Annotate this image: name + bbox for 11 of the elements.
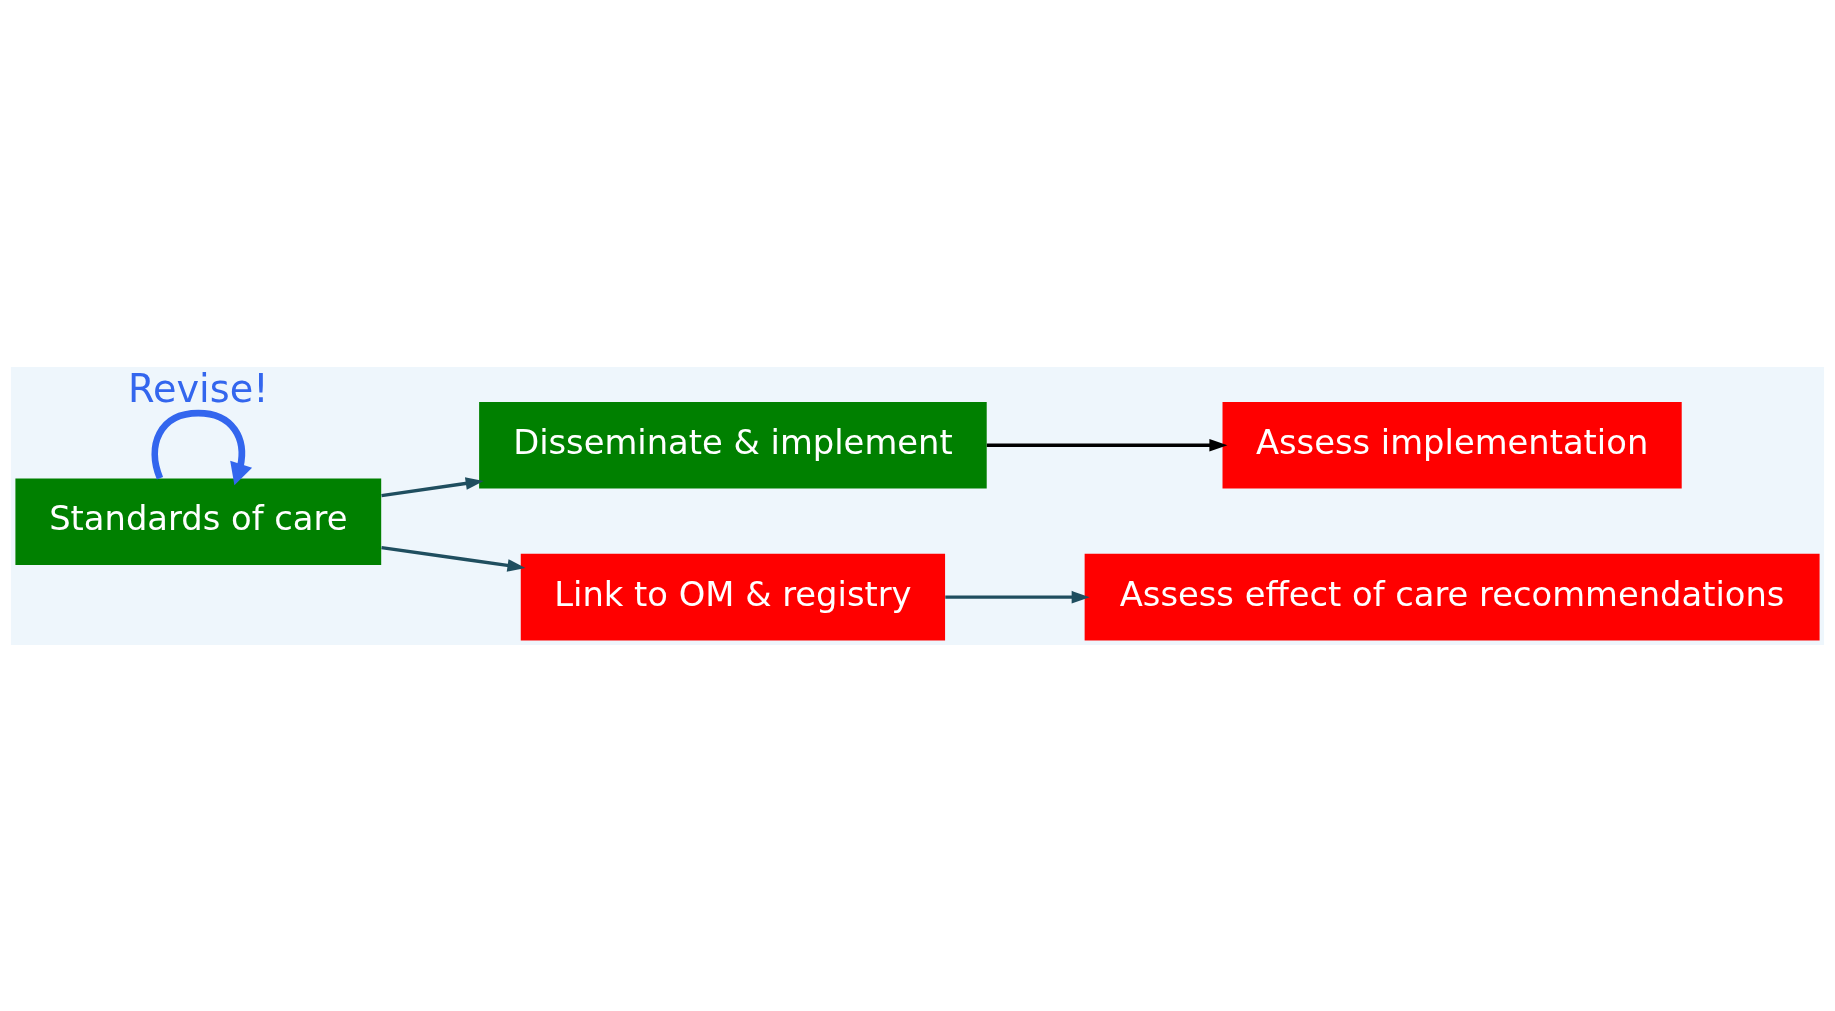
arrow	[381, 545, 526, 572]
node-box: Assess implementation	[1222, 401, 1682, 489]
node-box: Standards of care	[15, 477, 382, 565]
arrow	[381, 476, 484, 497]
node-box: Assess effect of care recommendations	[1084, 553, 1820, 640]
arrow	[151, 409, 253, 485]
arrow	[986, 438, 1228, 452]
edge-label: Revise!	[128, 365, 269, 411]
node-box: Link to OM & registry	[520, 553, 946, 640]
arrow	[945, 590, 1090, 603]
node-box: Disseminate & implement	[479, 401, 987, 489]
